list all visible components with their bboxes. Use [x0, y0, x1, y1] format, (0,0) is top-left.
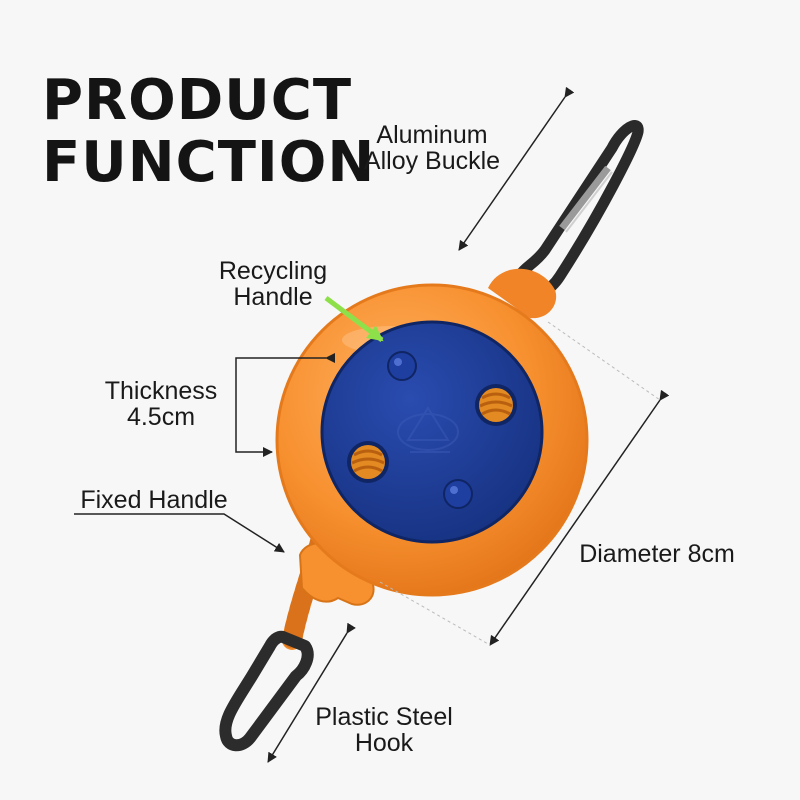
thickness-label: Thickness 4.5cm — [98, 378, 224, 430]
title-line-1: PRODUCT — [42, 68, 353, 133]
recycling-handle-knob — [387, 351, 417, 381]
buckle-label-line-2: Alloy Buckle — [363, 147, 501, 175]
reel-face-plate — [320, 320, 544, 544]
recycling-handle-label-line-1: Recycling — [218, 257, 328, 285]
diameter-label: Diameter 8cm — [579, 540, 735, 568]
hook-label: Plastic Steel Hook — [308, 704, 460, 756]
hook-label-line-2: Hook — [354, 729, 414, 757]
thickness-label-line-2: 4.5cm — [126, 403, 196, 431]
plastic-steel-hook — [219, 630, 314, 752]
buckle-tab — [488, 268, 557, 319]
diameter-guide-top — [547, 321, 661, 401]
recycling-handle-pointer — [324, 296, 384, 342]
page-title: PRODUCT FUNCTION — [42, 68, 376, 195]
buckle-label: Aluminum Alloy Buckle — [352, 122, 512, 174]
embossed-logo-icon — [397, 406, 459, 453]
fixed-handle-label: Fixed Handle — [80, 486, 228, 514]
rope-window-right — [475, 384, 517, 426]
aluminum-buckle — [513, 120, 644, 304]
diameter-dimension-arrow — [489, 389, 670, 646]
hook-label-line-1: Plastic Steel — [315, 703, 453, 731]
thickness-label-line-1: Thickness — [104, 377, 218, 405]
face-knob-lower — [443, 479, 473, 509]
buckle-label-line-1: Aluminum — [376, 121, 488, 149]
hook-dimension-arrow — [267, 622, 356, 763]
recycling-handle-label-line-2: Handle — [233, 283, 313, 311]
rope-window-left — [347, 441, 389, 483]
thickness-bracket — [235, 353, 335, 457]
title-line-2: FUNCTION — [42, 130, 376, 195]
buckle-dimension-arrow — [458, 86, 575, 251]
fixed-handle-leader — [74, 513, 285, 553]
recycling-handle-label: Recycling Handle — [208, 258, 338, 310]
